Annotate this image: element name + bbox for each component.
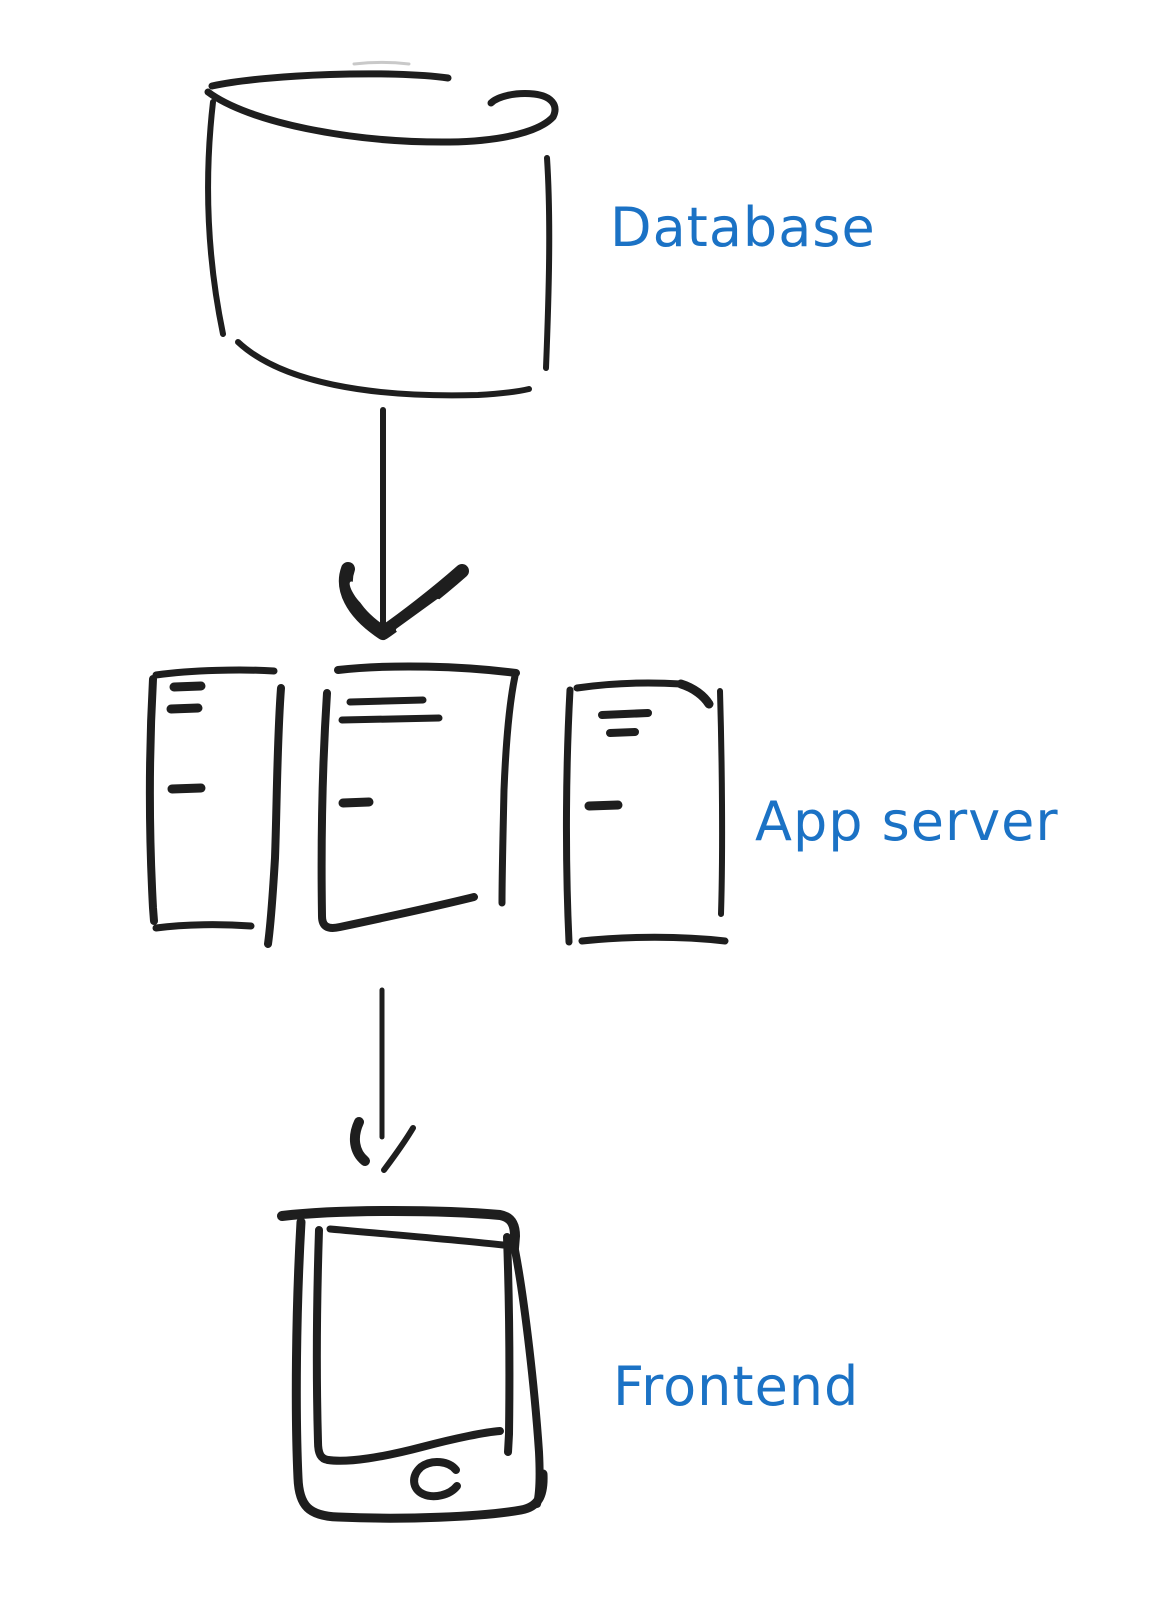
arrow-database-to-appserver-icon — [338, 407, 469, 640]
smartphone-icon — [277, 1206, 548, 1523]
arrow-appserver-to-frontend-icon — [349, 987, 416, 1173]
home-button-icon — [410, 1458, 461, 1501]
frontend-label: Frontend — [613, 1355, 860, 1418]
arrowhead-loop-gap — [349, 581, 369, 607]
server-icon-right — [562, 679, 729, 946]
app-server-label: App server — [755, 790, 1059, 853]
database-cylinder-icon — [204, 61, 559, 399]
server-icon-middle — [317, 662, 520, 932]
server-vent-dashes — [338, 696, 443, 808]
server-vent-dashes — [584, 709, 652, 811]
database-label: Database — [610, 196, 876, 259]
server-icon-left — [146, 666, 285, 948]
server-vent-dashes — [166, 681, 206, 794]
